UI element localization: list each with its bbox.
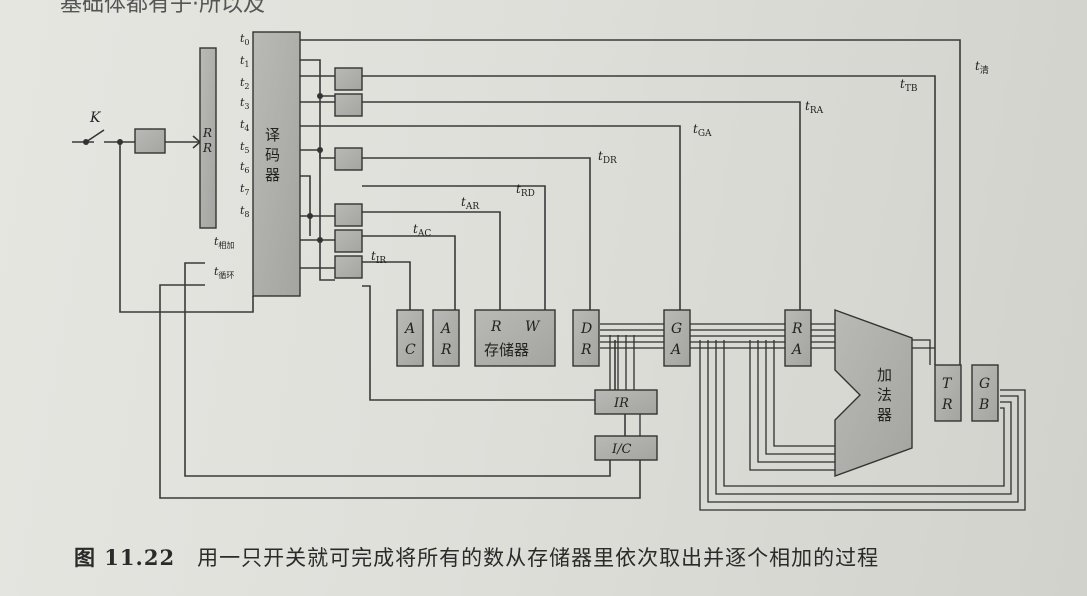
- mem-read-label: R: [490, 319, 502, 335]
- ic-label: I/C: [611, 442, 632, 457]
- control-gates: [334, 67, 363, 279]
- label-t-dr: tDR: [598, 149, 617, 166]
- label-t-ac: tAC: [413, 222, 431, 239]
- label-t-tb: tTB: [900, 77, 918, 94]
- label-t6: t6: [240, 160, 250, 175]
- adder-char-3: 器: [877, 406, 892, 424]
- label-t-loop: t循环: [214, 265, 234, 280]
- label-t2: t2: [240, 76, 250, 91]
- figure-caption: 图 11.22 用一只开关就可完成将所有的数从存储器里依次取出并逐个相加的过程: [74, 542, 879, 572]
- register-ga: [663, 309, 691, 367]
- label-t8: t8: [240, 204, 250, 219]
- register-ic: [594, 435, 658, 461]
- figure-number: 图 11.22: [74, 545, 176, 570]
- label-t-ra: tRA: [805, 99, 824, 116]
- dr-label-1: D: [580, 321, 592, 337]
- rr-label-2: R: [202, 141, 212, 155]
- ac-label-1: A: [403, 321, 415, 337]
- label-t0: t0: [240, 32, 250, 47]
- ga-label-1: G: [671, 321, 682, 337]
- gate-ac: [334, 255, 363, 279]
- decoder-output-labels: t0 t1 t2 t3 t4 t5 t6 t7 t8 t相加 t循环: [214, 32, 250, 280]
- control-wires: [72, 39, 961, 499]
- label-t-ar: tAR: [461, 195, 479, 212]
- mem-write-label: W: [525, 319, 541, 335]
- label-t-ga: tGA: [693, 122, 712, 139]
- control-line-labels: t清 tTB tRA tGA tDR tRD tAR tAC tIR: [371, 59, 989, 266]
- rr-register: [199, 47, 217, 229]
- register-tr: [934, 364, 962, 422]
- ra-label-2: A: [790, 342, 802, 358]
- register-ir: [594, 389, 658, 415]
- adder: [834, 309, 913, 477]
- label-t-rd: tRD: [516, 182, 535, 199]
- label-t-add: t相加: [214, 235, 234, 250]
- switch-blade: [85, 129, 105, 143]
- dr-label-2: R: [580, 342, 592, 358]
- gate-ar: [334, 229, 363, 253]
- gb-label-1: G: [979, 376, 990, 392]
- ra-label-1: R: [791, 321, 803, 337]
- ga-label-2: A: [669, 342, 681, 358]
- cut-off-top-text: 基础体都有子·所以及: [60, 0, 265, 17]
- gb-label-2: B: [978, 397, 989, 413]
- label-t4: t4: [240, 118, 250, 133]
- decoder-char-2: 码: [265, 146, 280, 164]
- decoder: [252, 31, 301, 297]
- memory-block: [474, 309, 556, 367]
- label-t5: t5: [240, 140, 250, 155]
- register-gb: [971, 364, 999, 422]
- register-dr: [572, 309, 600, 367]
- ar-label-1: A: [439, 321, 451, 337]
- gate-dr: [334, 147, 363, 171]
- ir-label: IR: [613, 396, 629, 411]
- gate-rd: [334, 203, 363, 227]
- label-t1: t1: [240, 54, 250, 69]
- memory-label: 存储器: [484, 341, 529, 359]
- label-t-ir: tIR: [371, 249, 386, 266]
- label-t-clear: t清: [975, 59, 989, 76]
- ac-label-2: C: [405, 342, 416, 358]
- adder-char-1: 加: [877, 366, 892, 384]
- circuit-diagram: R R K 译 码 器 t0 t1 t2 t3 t4 t5 t6 t7 t8 t…: [72, 31, 1026, 511]
- gate-tb: [334, 67, 363, 91]
- junction-dots: [117, 93, 323, 243]
- switch-label: K: [89, 110, 102, 126]
- label-t7: t7: [240, 182, 250, 197]
- registers: A C A R R W 存储器 D R G A R A 加 法 器 T R: [396, 309, 999, 477]
- ar-label-2: R: [440, 342, 452, 358]
- register-ra: [784, 309, 812, 367]
- decoder-char-1: 译: [265, 126, 280, 144]
- adder-char-2: 法: [877, 386, 892, 404]
- gate-ra: [334, 93, 363, 117]
- figure-caption-text: 用一只开关就可完成将所有的数从存储器里依次取出并逐个相加的过程: [197, 546, 880, 570]
- decoder-char-3: 器: [265, 166, 280, 184]
- register-ac: [396, 309, 424, 367]
- gate-box: [134, 128, 166, 154]
- rr-label-1: R: [202, 126, 212, 140]
- register-ar: [432, 309, 460, 367]
- tr-label-1: T: [942, 376, 953, 392]
- tr-label-2: R: [941, 397, 953, 413]
- label-t3: t3: [240, 96, 250, 111]
